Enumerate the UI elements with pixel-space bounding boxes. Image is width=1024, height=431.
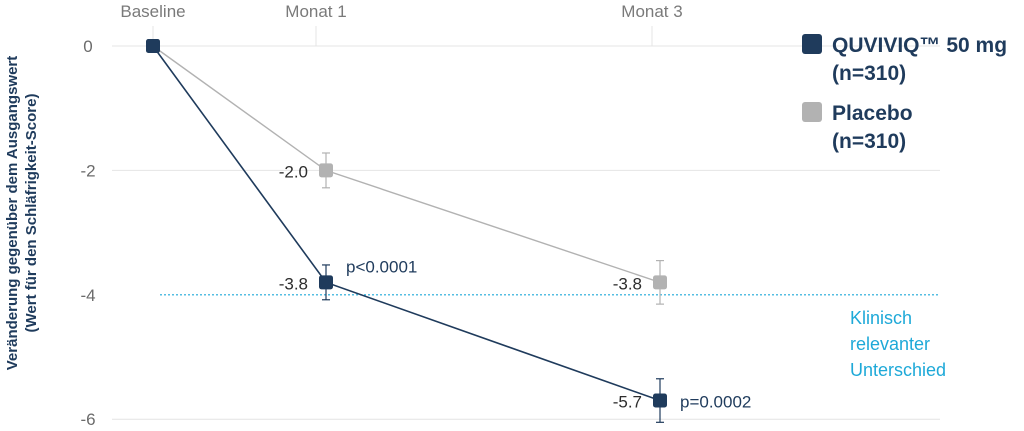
data-point <box>653 393 667 408</box>
y-axis-title-line: (Wert für den Schläfrigkeit-Score) <box>23 94 40 333</box>
legend-marker <box>802 34 822 54</box>
data-label: -5.7 <box>613 393 642 412</box>
x-category-label: Monat 3 <box>621 2 682 21</box>
y-tick-label: 0 <box>83 37 92 56</box>
series-line <box>152 45 661 284</box>
legend-label: (n=310) <box>832 130 906 153</box>
legend-label: (n=310) <box>832 62 906 85</box>
data-label: -3.8 <box>613 274 642 293</box>
reference-line-label: Unterschied <box>850 360 946 380</box>
data-label: -3.8 <box>279 274 308 293</box>
y-tick-label: -2 <box>80 161 95 180</box>
reference-line-label: Klinisch <box>850 308 912 328</box>
y-axis-title: Veränderung gegenüber dem Ausgangswert(W… <box>4 56 40 371</box>
legend-label: Placebo <box>832 102 913 125</box>
data-point <box>146 39 160 53</box>
x-category-label: Monat 1 <box>285 2 346 21</box>
y-axis-title-line: Veränderung gegenüber dem Ausgangswert <box>4 56 21 371</box>
series-line <box>152 45 661 402</box>
p-value-label: p<0.0001 <box>346 257 417 276</box>
data-label: -2.0 <box>279 162 308 181</box>
data-point <box>319 163 333 178</box>
legend-label: QUVIVIQ™ 50 mg <box>832 34 1007 57</box>
x-category-label: Baseline <box>120 2 185 21</box>
data-point <box>319 275 333 290</box>
legend-marker <box>802 102 822 122</box>
y-tick-label: -4 <box>80 286 95 305</box>
reference-line-label: relevanter <box>850 334 930 354</box>
data-point <box>653 275 667 290</box>
p-value-label: p=0.0002 <box>680 393 751 412</box>
y-tick-label: -6 <box>80 410 95 426</box>
